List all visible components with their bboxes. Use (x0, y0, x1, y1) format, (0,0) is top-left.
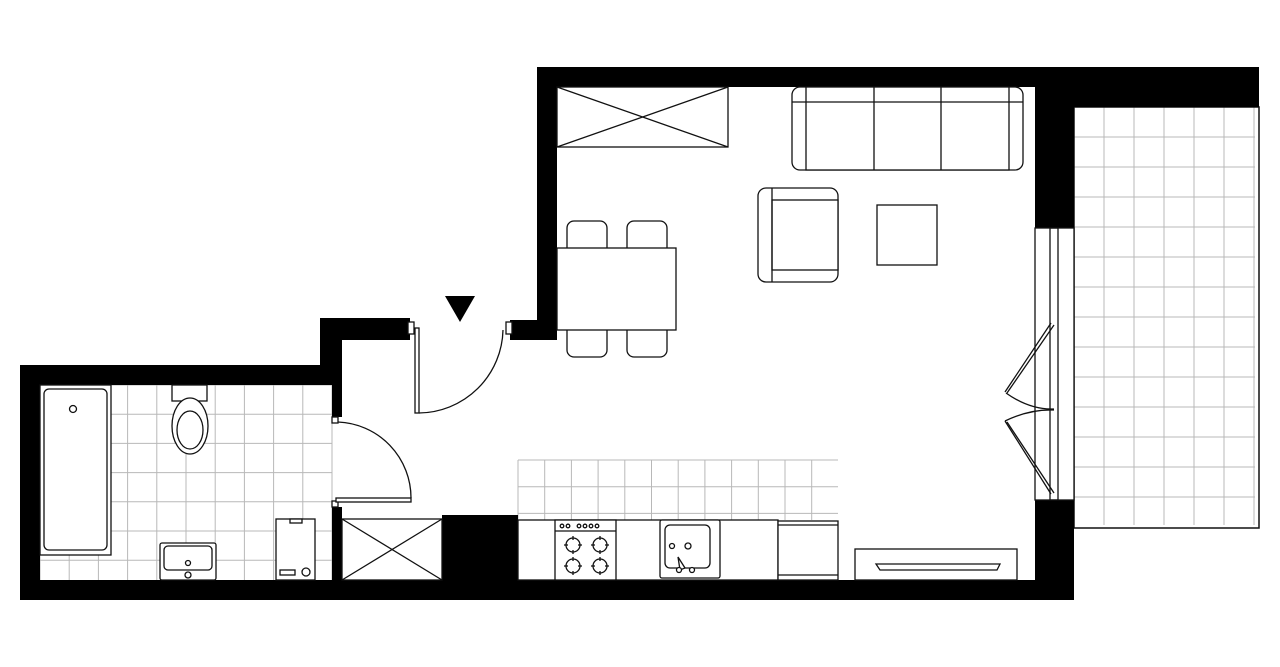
kitchen-sink-icon (659, 519, 721, 579)
tv-cabinet-icon (854, 548, 1018, 581)
burner-mark (591, 557, 609, 575)
stove-knob (559, 523, 565, 529)
dining-set (556, 220, 677, 358)
stove-knob (576, 523, 582, 529)
balcony-floor-tiles (1073, 106, 1255, 525)
entrance-arrow-icon (445, 296, 475, 322)
burner-mark (564, 557, 582, 575)
armchair-icon (757, 187, 839, 283)
washbasin-icon (159, 542, 217, 581)
fridge-icon (777, 520, 839, 581)
stove-burner (592, 558, 608, 574)
stove-knob (565, 523, 571, 529)
toilet-icon (171, 384, 209, 455)
stove-burner (565, 558, 581, 574)
stove-knob (582, 523, 588, 529)
living-wardrobe-icon (556, 86, 729, 148)
stove-knob (588, 523, 594, 529)
sofa-icon (791, 86, 1024, 171)
stove-icon (554, 519, 617, 581)
bathtub-icon (39, 384, 112, 556)
entrance-door-icon[interactable] (407, 321, 513, 414)
stove-burner (565, 537, 581, 553)
burner-mark (564, 536, 582, 554)
balcony-door-icon[interactable] (1004, 227, 1075, 501)
stove-knob (594, 523, 600, 529)
walls (20, 67, 1259, 600)
burner-mark (591, 536, 609, 554)
hall-wardrobe-icon (341, 518, 443, 581)
bathroom-door-icon[interactable] (331, 416, 412, 508)
washing-machine-icon (275, 518, 316, 581)
kitchen-backsplash-tiles (517, 459, 838, 520)
coffee-table-icon (876, 204, 938, 266)
stove-burner (592, 537, 608, 553)
dining-table-icon (556, 247, 677, 331)
